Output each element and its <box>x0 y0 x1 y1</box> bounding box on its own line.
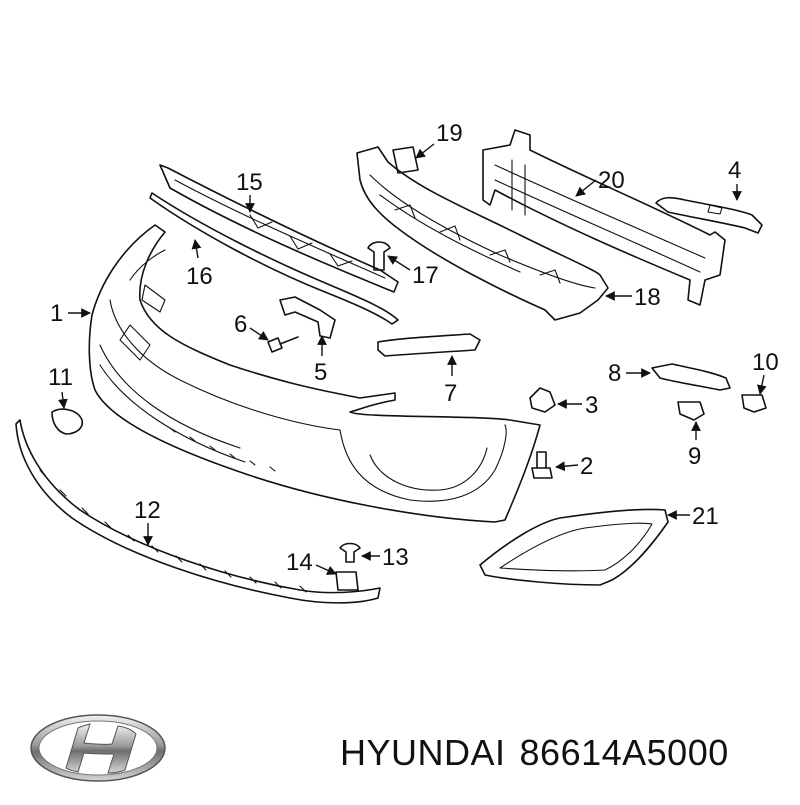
callout-6: 6 <box>234 311 247 338</box>
callout-4: 4 <box>728 157 741 184</box>
callout-2: 2 <box>580 453 593 480</box>
brand-name: HYUNDAI <box>340 732 506 773</box>
lamp-bezel <box>479 508 669 586</box>
callout-3: 3 <box>585 392 598 419</box>
nut-3 <box>529 387 556 413</box>
part-caption: HYUNDAI 86614A5000 <box>340 732 790 774</box>
bolt-6 <box>267 336 299 353</box>
callout-11: 11 <box>48 364 73 391</box>
part-number: 86614A5000 <box>519 732 729 773</box>
clip-17 <box>367 241 391 271</box>
energy-absorber <box>356 146 609 321</box>
bolt-9 <box>677 401 705 421</box>
callout-20: 20 <box>598 167 625 194</box>
callout-21: 21 <box>692 503 719 530</box>
cap-11 <box>51 408 84 435</box>
callout-13: 13 <box>382 544 409 571</box>
lower-lip-strip <box>15 419 381 604</box>
bolt-10 <box>741 394 767 413</box>
callout-10: 10 <box>752 349 779 376</box>
callout-1: 1 <box>50 300 63 327</box>
bumper-beam <box>482 129 726 306</box>
hyundai-logo-icon <box>28 712 168 784</box>
bracket-5 <box>279 296 336 339</box>
side-bracket-right <box>655 196 763 234</box>
callout-5: 5 <box>314 359 327 386</box>
callout-16: 16 <box>186 263 213 290</box>
bolt-2 <box>531 451 553 479</box>
callout-19: 19 <box>436 120 463 147</box>
bracket-7 <box>377 333 481 357</box>
callout-labels: 1 2 3 4 5 6 7 8 9 10 11 12 13 14 15 16 1… <box>48 120 779 576</box>
callout-15: 15 <box>236 169 263 196</box>
clip-13 <box>339 542 361 563</box>
label-plate <box>392 146 419 174</box>
callout-9: 9 <box>688 443 701 470</box>
callout-18: 18 <box>634 284 661 311</box>
bracket-8 <box>651 363 731 391</box>
bumper-cover <box>88 224 541 523</box>
callout-7: 7 <box>444 380 457 407</box>
seal-strip <box>149 192 399 325</box>
callout-17: 17 <box>412 262 439 289</box>
callout-12: 12 <box>134 497 161 524</box>
leader-lines <box>58 143 767 575</box>
callout-8: 8 <box>608 360 621 387</box>
upper-strip <box>159 164 399 293</box>
clip-14 <box>335 571 359 591</box>
callout-14: 14 <box>286 549 313 576</box>
